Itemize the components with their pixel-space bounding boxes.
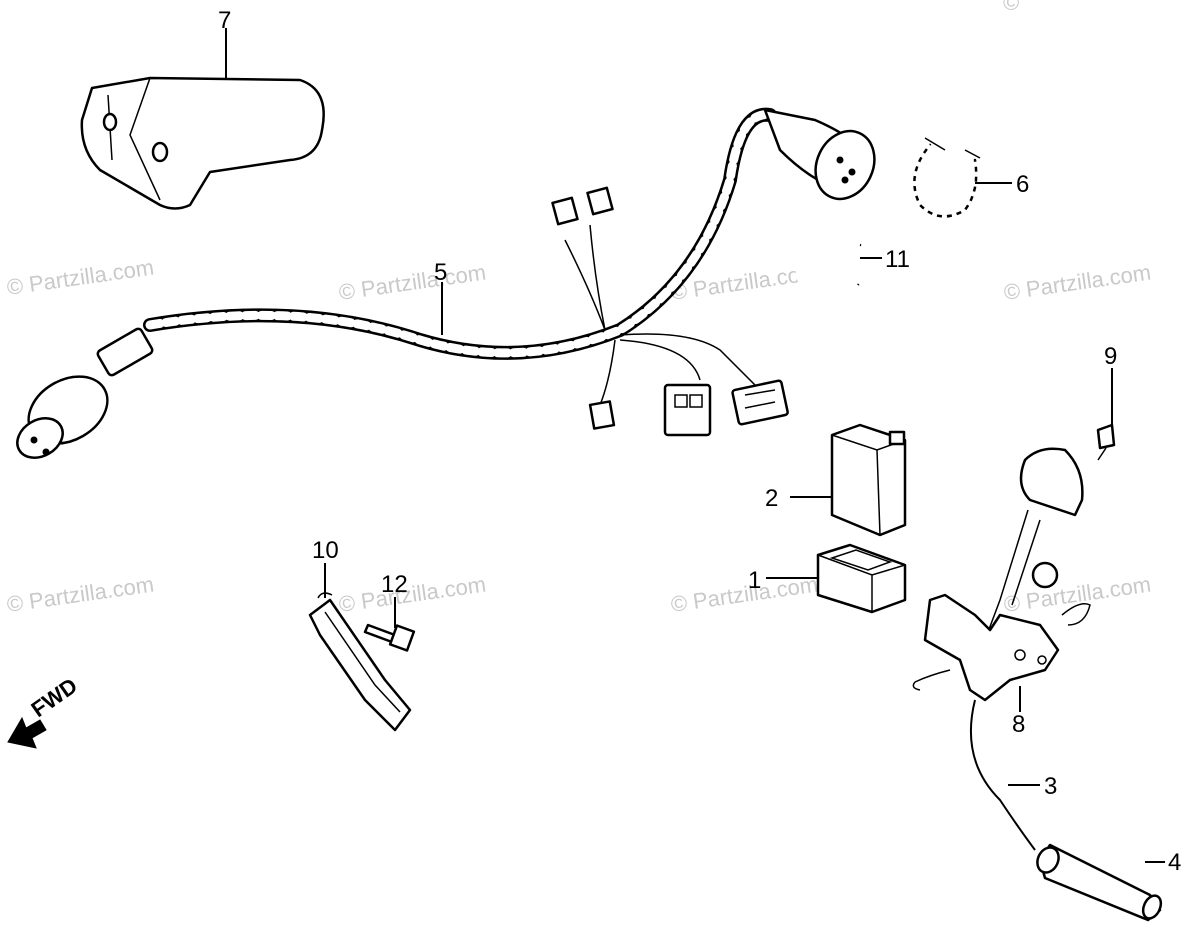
watermark: © Partzilla.com — [337, 572, 487, 617]
part-8-bracket-assembly — [912, 447, 1091, 702]
callout-6: 6 — [1016, 171, 1029, 198]
callout-leaders — [225, 28, 1165, 863]
callout-11: 11 — [885, 246, 910, 273]
part-6-band — [911, 137, 981, 219]
part-10-bracket — [308, 592, 412, 732]
callout-4: 4 — [1168, 849, 1181, 876]
fwd-label: FWD — [27, 673, 82, 722]
watermark: © Partzilla.com — [1002, 260, 1152, 305]
callout-1: 1 — [748, 567, 761, 594]
part-11-clip — [795, 239, 862, 303]
part-2-unit — [830, 423, 907, 537]
part-3-cable — [969, 699, 1036, 851]
callout-7: 7 — [218, 7, 231, 34]
watermark: © Partzilla.com — [5, 255, 155, 300]
watermark: © Partzilla.com — [337, 260, 487, 305]
callout-8: 8 — [1012, 711, 1025, 738]
fwd-direction-indicator: FWD — [7, 673, 82, 749]
part-5-wire-harness — [16, 107, 876, 459]
part-4-grip — [1036, 843, 1163, 922]
part-7-cover — [80, 76, 325, 210]
watermark: © Partzilla.com — [1002, 572, 1152, 617]
part-1-mount — [816, 543, 907, 614]
part-12-bolt — [363, 623, 416, 652]
watermark: © Partzilla.com — [5, 572, 155, 617]
corner-copyright-mark: © — [1003, 0, 1019, 15]
callout-12: 12 — [381, 571, 408, 598]
callout-10: 10 — [312, 537, 339, 564]
callout-5: 5 — [434, 259, 447, 286]
callout-3: 3 — [1044, 773, 1057, 800]
part-9-screw — [1096, 423, 1116, 461]
callout-2: 2 — [765, 485, 778, 512]
callout-9: 9 — [1104, 343, 1117, 370]
